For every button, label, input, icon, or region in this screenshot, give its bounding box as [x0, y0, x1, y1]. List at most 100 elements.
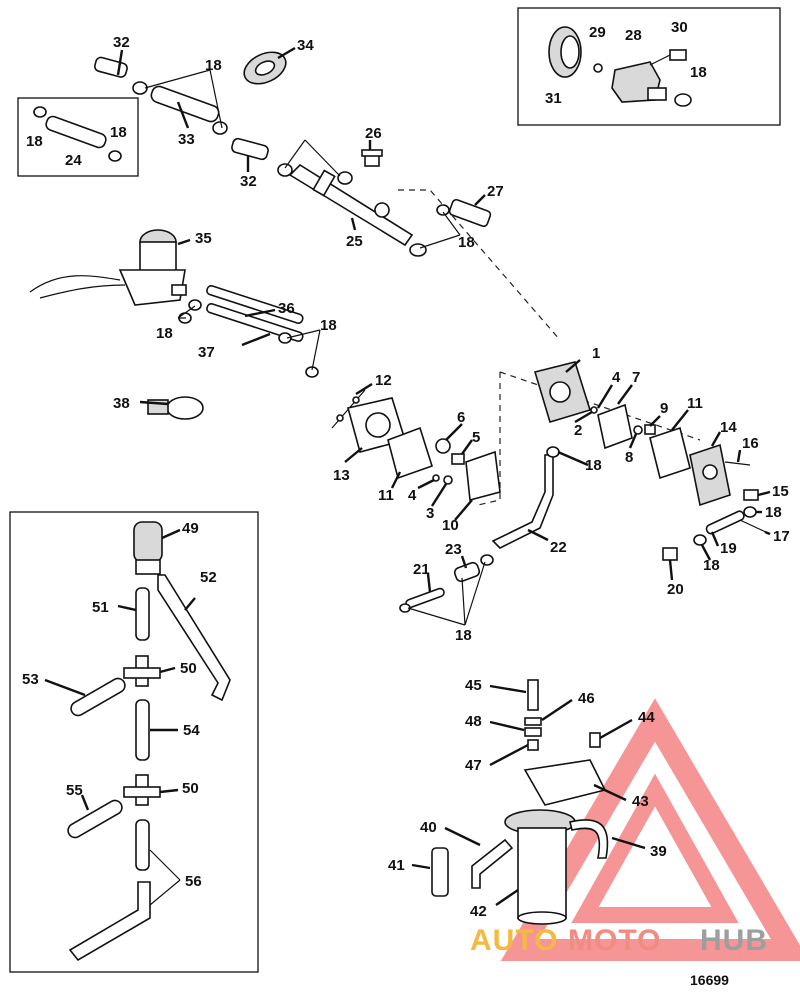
label-30: 30: [671, 19, 688, 36]
part-21-hose: [399, 587, 445, 613]
part-43-bracket: [523, 759, 607, 806]
part-46-48-washers: [524, 717, 542, 737]
label-33: 33: [178, 131, 195, 148]
part-51-hose: [135, 587, 150, 641]
inset-box-top-right: [517, 7, 781, 126]
part-2-4-7-parts: [590, 403, 633, 450]
part-16-bolt: [724, 461, 751, 466]
part-27-connector: [448, 198, 492, 228]
part-47-nut: [527, 739, 539, 751]
watermark-triangle: [500, 698, 800, 961]
part-11-diaphragm-right: [649, 426, 691, 480]
part-36-37-hoses: [206, 284, 304, 342]
label-17: 17: [773, 528, 790, 545]
label-34: 34: [297, 37, 314, 54]
watermark-text: AUTO MOTO HUB: [470, 924, 768, 957]
part-1-pump-body: [533, 361, 592, 423]
part-23-filter: [453, 561, 481, 583]
label-55: 55: [66, 782, 83, 799]
part-39-hose: [569, 819, 609, 859]
part-45-bolt: [527, 679, 539, 711]
label-40: 40: [420, 819, 437, 836]
part-56-hose-pair: [68, 819, 151, 962]
leader-lines: [44, 46, 771, 906]
label-18-pump: 18: [156, 325, 173, 342]
part-26-fitting: [361, 149, 383, 167]
label-21: 21: [413, 561, 430, 578]
label-18-top: 18: [205, 57, 222, 74]
dashed-guide-2: [477, 372, 501, 506]
label-29: 29: [589, 24, 606, 41]
part-55-hose: [67, 799, 123, 839]
part-32-fitting-upper: [94, 56, 128, 78]
label-42: 42: [470, 903, 487, 920]
label-20: 20: [667, 581, 684, 598]
part-54-hose: [135, 699, 150, 761]
label-18-line: 18: [585, 457, 602, 474]
label-46: 46: [578, 690, 595, 707]
part-35-electric-fuel-pump: [29, 229, 187, 306]
part-8-9-parts: [633, 424, 656, 435]
part-18-clamps-pump: [178, 299, 202, 324]
part-41-filter-screen: [431, 847, 449, 897]
part-15-18-fitting-right: [743, 489, 759, 518]
label-26: 26: [365, 125, 382, 142]
label-18-right: 18: [765, 504, 782, 521]
label-45: 45: [465, 677, 482, 694]
part-25-fuel-manifold: [288, 163, 414, 247]
label-51: 51: [92, 599, 109, 616]
part-34-grommet: [243, 51, 287, 85]
label-43: 43: [632, 793, 649, 810]
part-14-pump-cover-right: [689, 443, 731, 507]
label-5: 5: [472, 429, 480, 446]
label-18-inset-right: 18: [110, 124, 127, 141]
label-53: 53: [22, 671, 39, 688]
part-31-grommet: [548, 26, 582, 78]
part-17-bolt: [739, 519, 771, 535]
label-13: 13: [333, 467, 350, 484]
label-3: 3: [426, 505, 434, 522]
label-6: 6: [457, 409, 465, 426]
watermark-moto: MOTO: [568, 924, 661, 957]
label-16: 16: [742, 435, 759, 452]
part-29-washer: [593, 63, 603, 73]
label-2: 2: [574, 422, 582, 439]
watermark-hub: HUB: [700, 924, 768, 957]
label-15: 15: [772, 483, 789, 500]
part-18-clamp-inset: [674, 93, 692, 107]
part-28-bracket: [611, 61, 667, 103]
part-49-filter-element: [133, 521, 163, 575]
label-4-right: 4: [612, 369, 621, 386]
label-56: 56: [185, 873, 202, 890]
label-8: 8: [625, 449, 633, 466]
label-47: 47: [465, 757, 482, 774]
dashed-guide-3: [499, 371, 701, 441]
label-23: 23: [445, 541, 462, 558]
part-6-5-valve-parts: [435, 438, 465, 465]
watermark-auto: AUTO: [470, 924, 558, 957]
part-10-gasket: [465, 450, 501, 502]
label-52: 52: [200, 569, 217, 586]
label-44: 44: [638, 709, 655, 726]
label-38: 38: [113, 395, 130, 412]
part-24-hose-inset: [33, 106, 122, 162]
label-27: 27: [487, 183, 504, 200]
part-50-tee-lower: [123, 774, 161, 806]
label-18-lower-right: 18: [703, 557, 720, 574]
label-50-lower: 50: [182, 780, 199, 797]
label-14: 14: [720, 419, 737, 436]
part-30-bolt: [649, 49, 687, 66]
label-39: 39: [650, 843, 667, 860]
label-31: 31: [545, 90, 562, 107]
part-18-clamps-top: [132, 81, 353, 185]
part-32-fitting-lower: [231, 137, 269, 161]
watermark-logo: [500, 698, 800, 961]
label-19: 19: [720, 540, 737, 557]
part-20-fitting: [662, 547, 678, 561]
label-49: 49: [182, 520, 199, 537]
label-25: 25: [346, 233, 363, 250]
label-28: 28: [625, 27, 642, 44]
label-18-hoses: 18: [320, 317, 337, 334]
part-number-labels: 32 18 34 18 18 24 33 32 26 27 25 18 35 3…: [22, 19, 790, 920]
